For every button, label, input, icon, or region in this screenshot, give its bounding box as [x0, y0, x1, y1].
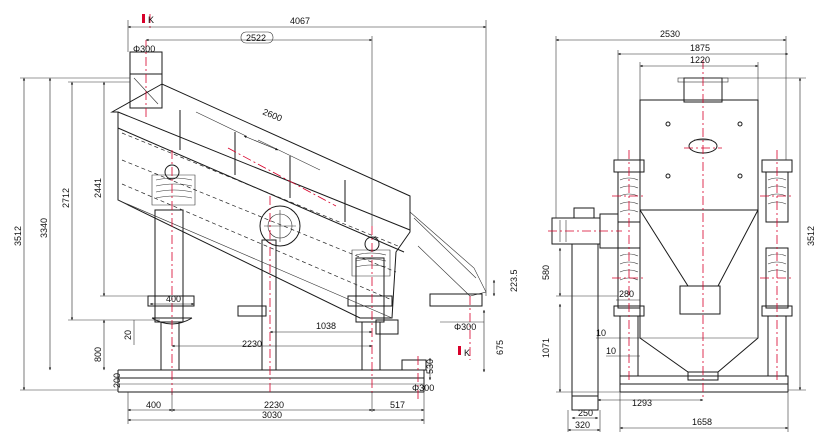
side-section-marks: K K [142, 14, 470, 358]
side-right-support [347, 249, 393, 371]
dim-width-280: 280 [619, 289, 634, 299]
dim-height-580: 580 [541, 265, 551, 280]
dim-width-2530: 2530 [660, 29, 680, 39]
dim-outlet-diameter: Φ300 [454, 322, 476, 332]
dim-overall-length: 4067 [290, 16, 310, 26]
dim-bottom-517: 517 [390, 400, 405, 410]
dim-height-3340: 3340 [39, 218, 49, 238]
dim-drop-675: 675 [495, 340, 505, 355]
side-centerlines [145, 14, 471, 400]
dim-width-1293: 1293 [632, 398, 652, 408]
dim-height-3512-end: 3512 [806, 226, 816, 246]
dim-gap-10b: 10 [606, 346, 616, 356]
side-dimensions: 4067 2522 Φ300 2600 3512 3340 2712 [13, 16, 519, 424]
end-base [571, 375, 789, 411]
dim-height-2441: 2441 [93, 178, 103, 198]
dim-bottom-3030: 3030 [262, 410, 282, 420]
dim-width-250: 250 [578, 408, 593, 418]
dim-bottom-2230: 2230 [264, 400, 284, 410]
dim-spacing-2230: 2230 [242, 339, 262, 349]
dim-gap-10a: 10 [596, 328, 606, 338]
side-base-frame [117, 369, 425, 393]
side-middle-support [237, 239, 277, 371]
dim-width-320: 320 [575, 420, 590, 430]
dim-outlet-height: 223.5 [509, 269, 519, 292]
dim-width-1658: 1658 [692, 417, 712, 427]
end-motor [551, 207, 619, 411]
dim-width-1220: 1220 [690, 55, 710, 65]
dim-foot-200: 200 [112, 373, 122, 388]
end-centerlines [548, 60, 794, 400]
dim-inlet-diameter: Φ300 [133, 44, 155, 54]
side-outlet [375, 293, 483, 371]
dim-height-total: 3512 [13, 226, 23, 246]
dim-height-2712: 2712 [61, 188, 71, 208]
side-screen-box [110, 83, 487, 319]
side-exciter [164, 164, 380, 252]
dim-gap-20: 20 [123, 330, 133, 340]
section-mark-top: K [148, 15, 154, 25]
end-dimensions: 2530 1875 1220 3512 580 280 10 10 1071 [541, 29, 816, 432]
dim-outlet-530: 530 [425, 359, 435, 374]
dim-bottom-400: 400 [146, 400, 161, 410]
end-view: 2530 1875 1220 3512 580 280 10 10 1071 [541, 29, 816, 432]
dim-spacing-1038: 1038 [316, 321, 336, 331]
dim-outlet2-diameter: Φ300 [412, 383, 434, 393]
end-hopper [639, 77, 759, 381]
dim-width-1875: 1875 [690, 43, 710, 53]
dim-height-1071: 1071 [541, 338, 551, 358]
section-mark-bottom: K [464, 348, 470, 358]
dim-inlet-offset: 2522 [246, 33, 266, 43]
dim-base-height: 800 [93, 347, 103, 362]
dim-screen-length: 2600 [261, 107, 283, 124]
side-view: K K 4067 2522 Φ300 2600 3512 [13, 14, 519, 424]
dim-support-width: 400 [166, 294, 181, 304]
side-left-support [147, 174, 196, 371]
